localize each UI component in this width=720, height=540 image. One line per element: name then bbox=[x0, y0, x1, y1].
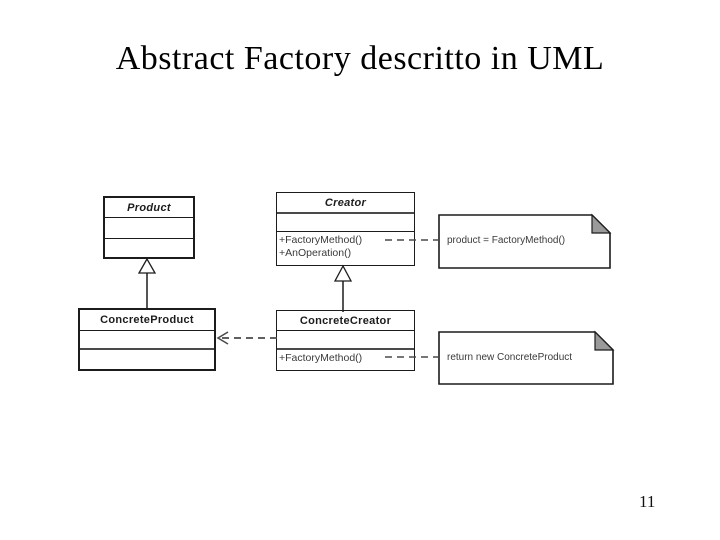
dependency-arrow-create bbox=[216, 331, 277, 345]
class-operations-concrete-creator: +FactoryMethod() bbox=[277, 350, 414, 370]
class-name-product: Product bbox=[105, 198, 193, 218]
class-operations-product bbox=[105, 239, 193, 257]
note-fold-icon bbox=[594, 330, 615, 351]
generalization-arrow-creator bbox=[333, 264, 353, 312]
class-attributes-concrete-product bbox=[80, 331, 214, 350]
page-number: 11 bbox=[639, 492, 656, 511]
note-text-concrete-creator: return new ConcreteProduct bbox=[447, 352, 573, 363]
method-an-operation: +AnOperation() bbox=[279, 247, 352, 259]
method-factory-method-concrete: +FactoryMethod() bbox=[279, 352, 363, 364]
page-title: Abstract Factory descritto in UML bbox=[115, 40, 605, 77]
note-fold-icon bbox=[591, 213, 612, 234]
generalization-arrow-product bbox=[137, 257, 157, 310]
note-text-creator: product = FactoryMethod() bbox=[447, 235, 566, 246]
method-factory-method: +FactoryMethod() bbox=[279, 234, 363, 246]
uml-class-concrete-creator: ConcreteCreator +FactoryMethod() bbox=[276, 310, 415, 371]
class-name-creator: Creator bbox=[277, 193, 414, 214]
uml-class-concrete-product: ConcreteProduct bbox=[78, 308, 216, 371]
class-attributes-concrete-creator bbox=[277, 331, 414, 350]
class-attributes-product bbox=[105, 218, 193, 239]
uml-class-creator: Creator +FactoryMethod() +AnOperation() bbox=[276, 192, 415, 266]
uml-class-product: Product bbox=[103, 196, 195, 259]
open-arrowhead-icon bbox=[216, 331, 229, 345]
hollow-triangle-icon bbox=[137, 257, 157, 274]
class-operations-concrete-product bbox=[80, 350, 214, 369]
class-name-concrete-product: ConcreteProduct bbox=[80, 310, 214, 331]
class-operations-creator: +FactoryMethod() +AnOperation() bbox=[277, 232, 414, 265]
hollow-triangle-icon bbox=[333, 264, 353, 282]
class-name-concrete-creator: ConcreteCreator bbox=[277, 311, 414, 331]
class-attributes-creator bbox=[277, 214, 414, 232]
